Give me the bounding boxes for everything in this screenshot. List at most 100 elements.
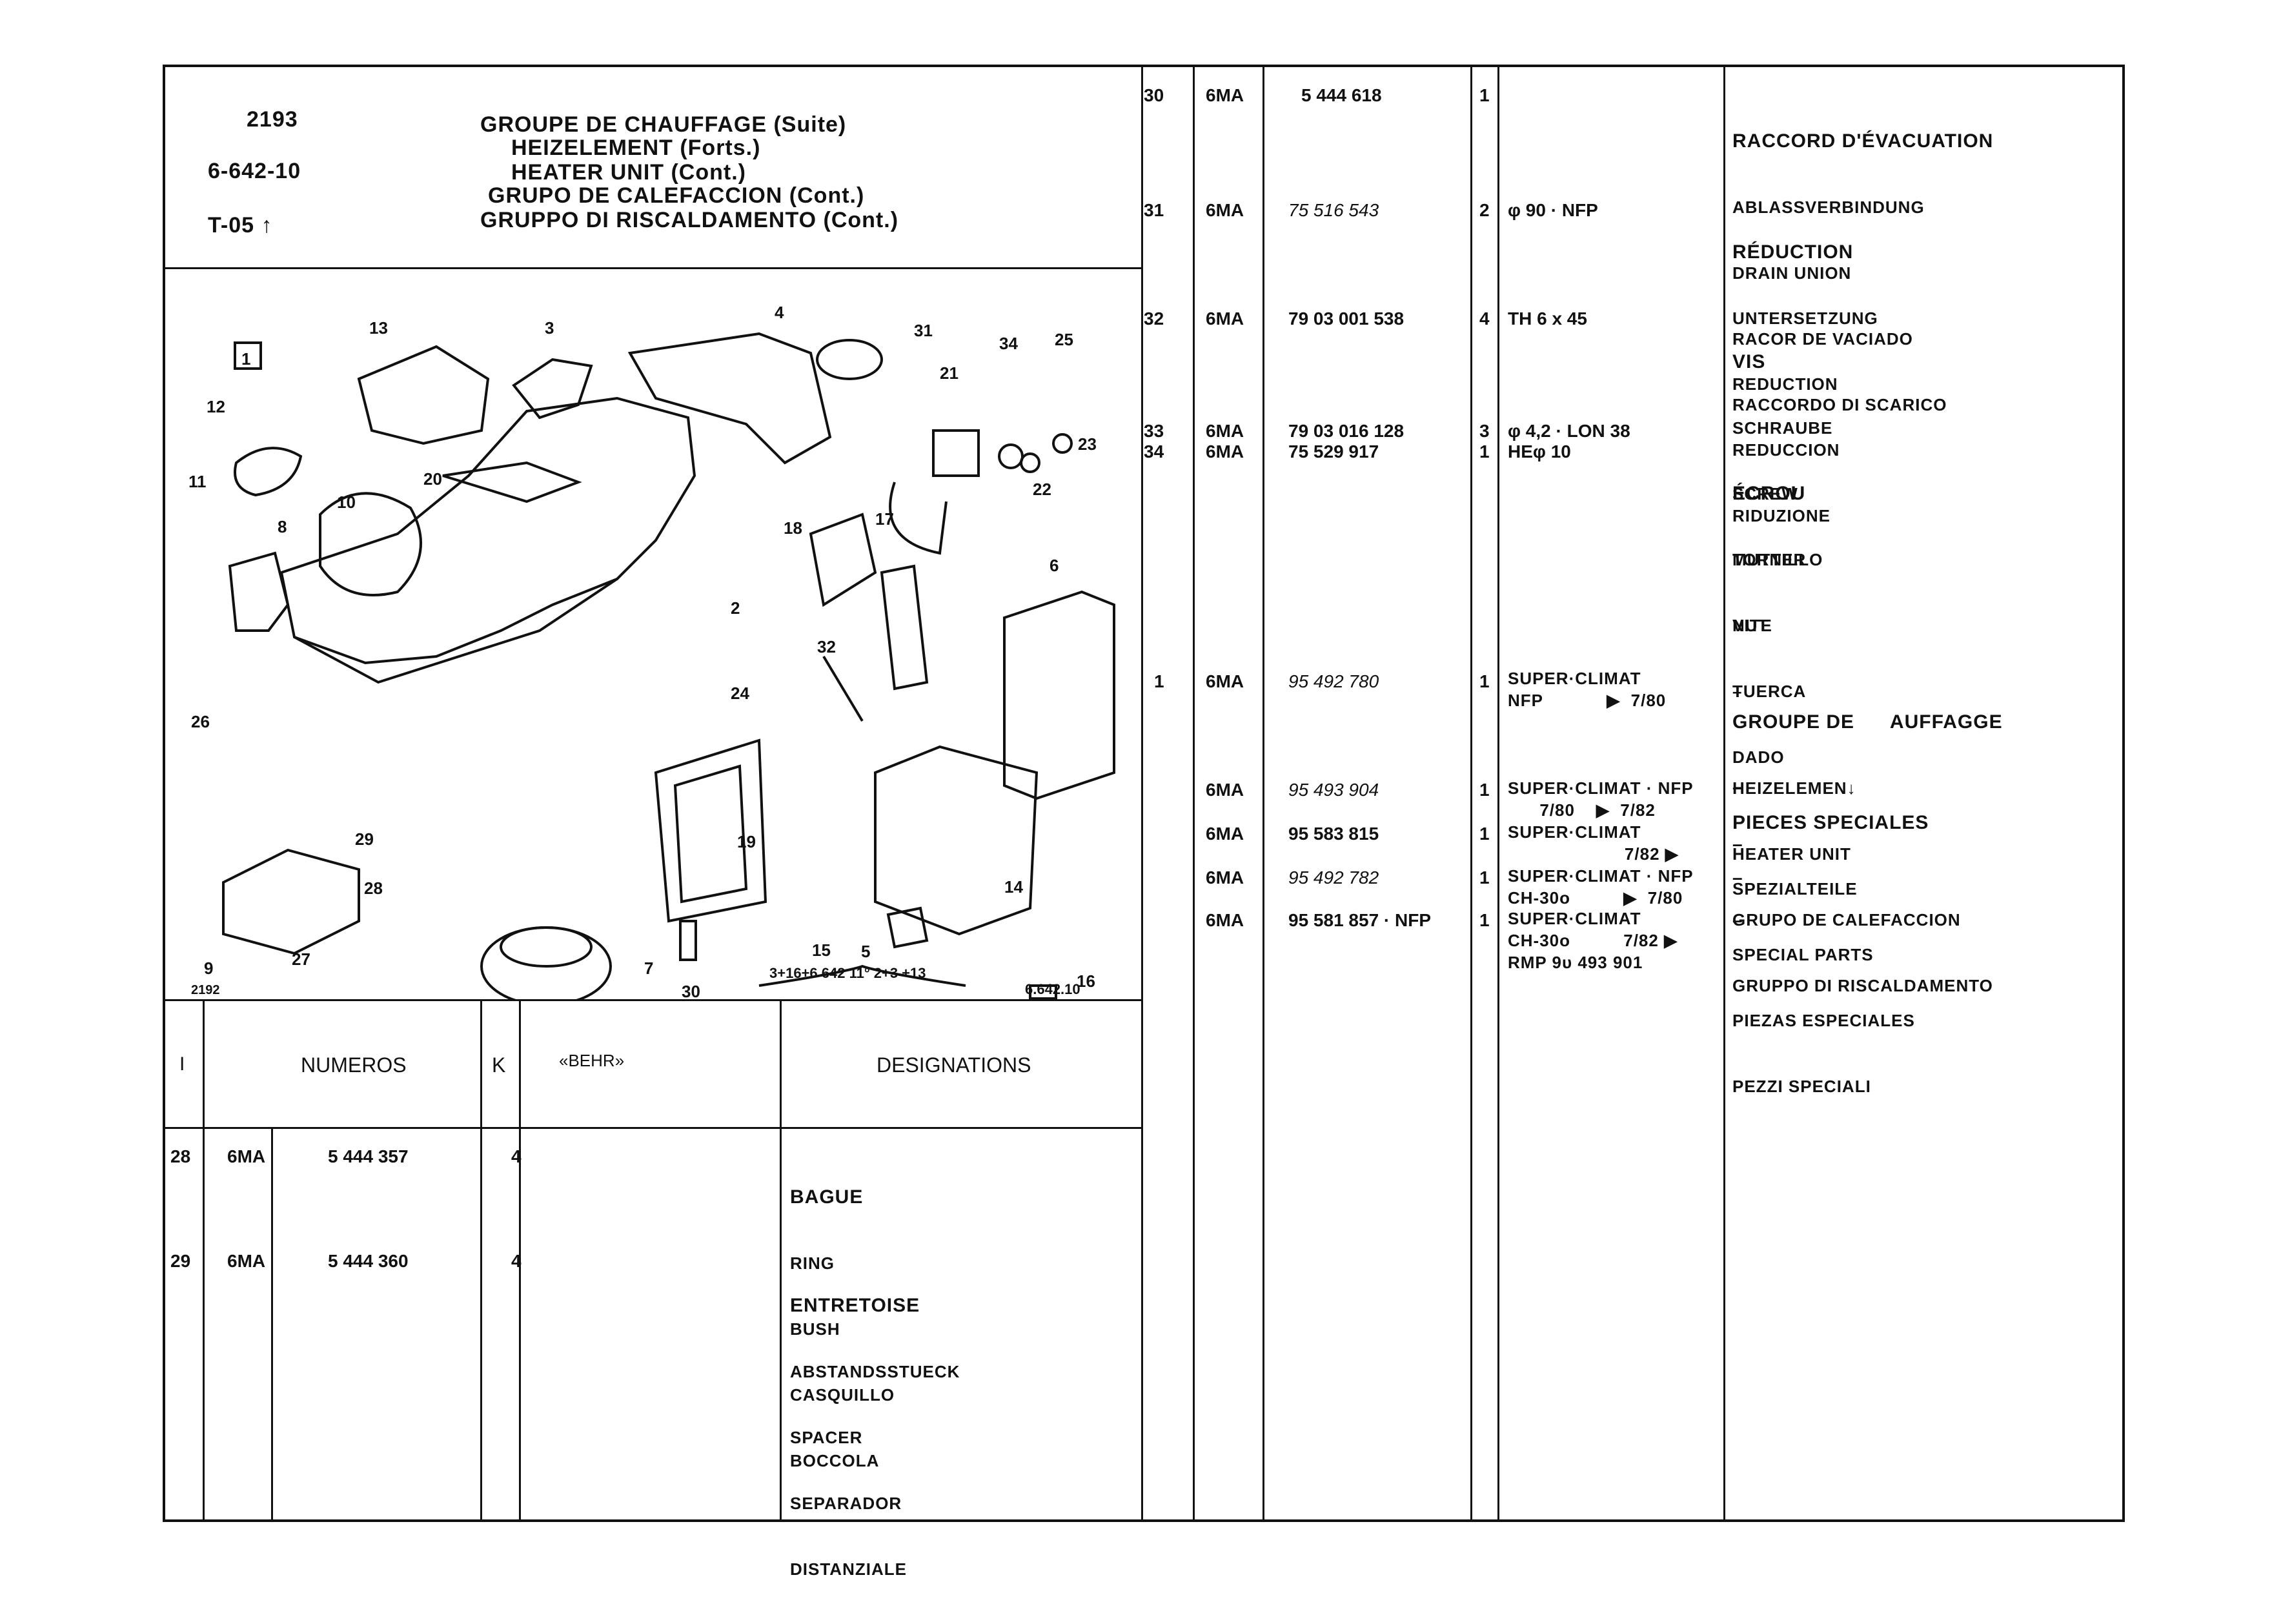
- desc-line: DISTANZIALE: [790, 1559, 907, 1579]
- row-32-code: 6MA: [1206, 309, 1244, 329]
- row-variant4-k: 1: [1479, 868, 1490, 888]
- callout-23: 23: [1078, 434, 1097, 454]
- row-variant5-desc: –: [1732, 910, 1743, 930]
- callout-34: 34: [999, 334, 1018, 353]
- row-30-number: 5 444 618: [1301, 85, 1382, 105]
- lower-row-29-code: 6MA: [227, 1251, 266, 1271]
- lower-divider-desig: [780, 999, 782, 1519]
- desc-line: TORNILLO: [1732, 550, 1823, 569]
- desc-line: SPEZIALTEILE: [1732, 879, 1858, 898]
- desc-line: SPECIAL PARTS: [1732, 945, 1874, 964]
- desc-line: PIEZAS ESPECIALES: [1732, 1011, 1915, 1030]
- row-variant5-code: 6MA: [1206, 910, 1244, 930]
- section-label: T-05: [208, 213, 255, 238]
- desc-line: GRUPO DE CALEFACCION: [1732, 910, 1961, 929]
- row-variant4-desc: –: [1732, 868, 1743, 888]
- callout-8: 8: [278, 517, 287, 536]
- desc-line: PIECES SPECIALES: [1732, 812, 1929, 833]
- desc-line: DADO: [1732, 747, 1785, 767]
- desc-line: GROUPE DE AUFFAGGE: [1732, 711, 2003, 733]
- callout-19: 19: [737, 832, 756, 851]
- exploded-parts-diagram: 1 2192 6.642.10 5 3+16+6 642 11° 2+3 +13…: [188, 303, 1115, 999]
- callout-18: 18: [784, 518, 802, 538]
- divider-desc: [1723, 67, 1725, 1519]
- desc-line: CASQUILLO: [790, 1385, 895, 1405]
- row-32-k: 4: [1479, 309, 1490, 329]
- desc-line: REDUCTION: [1732, 374, 1838, 394]
- desc-line: SEPARADOR: [790, 1494, 902, 1513]
- callout-10: 10: [337, 492, 356, 512]
- row-variant5-k: 1: [1479, 910, 1490, 930]
- desc-line: SCHRAUBE: [1732, 418, 1833, 438]
- lower-row-29-desc: ENTRETOISE ABSTANDSSTUECK SPACER SEPARAD…: [790, 1251, 960, 1624]
- row-34-code: 6MA: [1206, 442, 1244, 462]
- title-en: HEATER UNIT (Cont.): [511, 160, 746, 185]
- desc-line: BUSH: [790, 1319, 840, 1339]
- evaporator: [874, 745, 1039, 936]
- air-duct: [627, 332, 832, 465]
- lower-row-29-item: 29: [170, 1251, 191, 1271]
- lower-divider-numeros: [271, 1127, 273, 1519]
- heater-radiator: [1003, 590, 1115, 800]
- desc-line: ÉCROU: [1732, 483, 1806, 504]
- col-header-k: K: [492, 1053, 506, 1077]
- row-34-number: 75 529 917: [1288, 442, 1379, 462]
- row-variant3-remark: SUPER·CLIMAT 7/82 ▶: [1508, 822, 1679, 864]
- callout-30: 30: [682, 982, 700, 999]
- callout-27: 27: [292, 949, 310, 969]
- callout-3: 3: [545, 318, 554, 338]
- row-1-number: 95 492 780: [1288, 671, 1379, 691]
- lower-row-28-number: 5 444 357: [328, 1146, 409, 1166]
- callout-29: 29: [355, 829, 374, 849]
- row-30-k: 1: [1479, 85, 1490, 105]
- up-arrow-icon: ↑: [261, 213, 273, 238]
- diagram-corner-right: 6.642.10: [1025, 981, 1080, 997]
- desc-line: ABLASSVERBINDUNG: [1732, 198, 1925, 217]
- row-34-remark: HEφ 10: [1508, 442, 1571, 462]
- divider-remark: [1497, 67, 1499, 1519]
- row-32-number: 79 03 001 538: [1288, 309, 1405, 329]
- lower-divider-behr: [519, 999, 521, 1519]
- row-34-k: 1: [1479, 442, 1490, 462]
- divider-number: [1263, 67, 1264, 1519]
- desc-line: HEATER UNIT: [1732, 844, 1851, 864]
- row-31-item: 31: [1144, 200, 1164, 220]
- callout-26: 26: [191, 712, 210, 731]
- page-frame: 2193 6-642-10 T-05 ↑ GROUPE DE CHAUFFAGE…: [163, 65, 2125, 1579]
- callout-12: 12: [207, 397, 225, 416]
- reference-number: 6-642-10: [208, 159, 301, 183]
- blower-motor: [480, 926, 612, 999]
- callout-16: 16: [1077, 971, 1095, 991]
- heater-housing: [279, 396, 696, 665]
- row-31-desc: RÉDUCTION UNTERSETZUNG REDUCTION REDUCCI…: [1732, 198, 1878, 571]
- row-variant2-remark: SUPER·CLIMAT · NFP 7/80 ▶ 7/82: [1508, 778, 1694, 820]
- row-variant5-remark: SUPER·CLIMAT CH-30o 7/82 ▶ RMP 9υ 493 90…: [1508, 909, 1678, 972]
- divider-code: [1193, 67, 1195, 1519]
- col-header-behr: «BEHR»: [559, 1051, 625, 1070]
- desc-line: RACCORDO DI SCARICO: [1732, 395, 1947, 414]
- col-header-i: I: [179, 1053, 185, 1075]
- row-31-code: 6MA: [1206, 200, 1244, 220]
- desc-line: VITE: [1732, 616, 1772, 635]
- row-variant2-code: 6MA: [1206, 780, 1244, 800]
- section-code: T-05 ↑: [208, 213, 273, 238]
- callout-24: 24: [731, 684, 749, 703]
- row-variant3-code: 6MA: [1206, 824, 1244, 844]
- callout-32: 32: [817, 637, 836, 656]
- callout-9: 9: [204, 959, 213, 978]
- desc-line: SPACER: [790, 1428, 863, 1447]
- desc-line: BOCCOLA: [790, 1451, 880, 1470]
- desc-line: UNTERSETZUNG: [1732, 309, 1878, 328]
- page-number: 2193: [247, 107, 298, 132]
- row-1-code: 6MA: [1206, 671, 1244, 691]
- desc-line: ENTRETOISE: [790, 1295, 920, 1316]
- diagram-corner-left: 2192: [191, 983, 220, 997]
- title-es: GRUPO DE CALEFACCION (Cont.): [488, 183, 865, 208]
- brace-number: 5: [861, 942, 870, 961]
- desc-line: RÉDUCTION: [1732, 241, 1854, 263]
- row-31-remark: φ 90 · NFP: [1508, 200, 1598, 220]
- row-31-number: 75 516 543: [1288, 200, 1379, 220]
- lower-row-28-item: 28: [170, 1146, 191, 1166]
- table-header-divider: [165, 1127, 1141, 1129]
- header-divider: [165, 267, 1141, 269]
